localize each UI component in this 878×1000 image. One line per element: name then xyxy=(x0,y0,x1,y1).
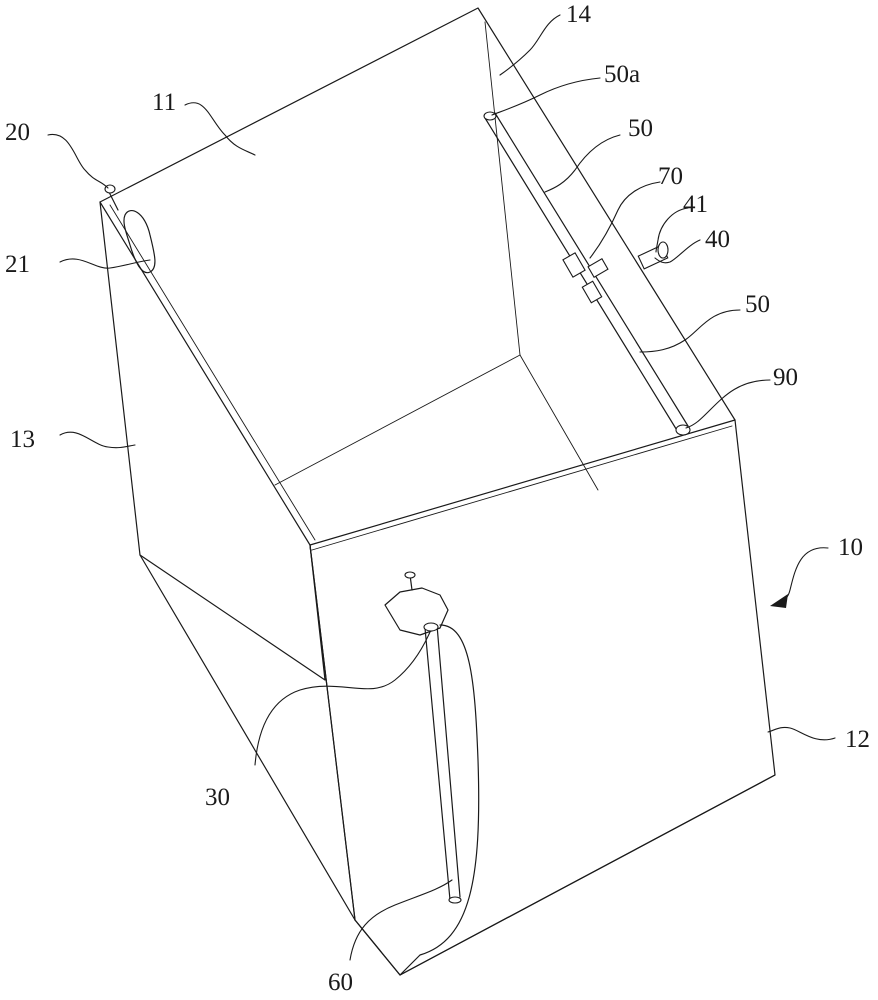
leader-11 xyxy=(184,102,256,156)
inner-corner-vertical xyxy=(484,21,521,356)
pipe-30-right-wall xyxy=(436,624,461,898)
leader-60 xyxy=(349,879,453,961)
pipe-30-top-opening xyxy=(423,622,439,632)
leader-50a xyxy=(491,77,601,116)
fitting-21 xyxy=(123,210,156,274)
leader-50-upper xyxy=(544,134,621,193)
tee-70-branch xyxy=(587,258,609,278)
label-14: 14 xyxy=(566,1,592,28)
leader-14 xyxy=(499,14,561,76)
label-12: 12 xyxy=(845,726,870,753)
leader-12 xyxy=(767,726,836,741)
fitting-21-body xyxy=(123,210,156,274)
leader-41 xyxy=(655,207,689,253)
pipe-30-left-wall xyxy=(424,627,451,901)
label-10: 10 xyxy=(838,534,863,561)
side-panel-13 xyxy=(99,201,326,681)
leader-30 xyxy=(254,631,431,766)
label-11: 11 xyxy=(152,89,176,116)
label-30: 30 xyxy=(205,784,230,811)
bracket-stud-top xyxy=(404,571,416,579)
pipe-50a-end xyxy=(483,111,497,121)
pipe-30-bottom-end xyxy=(448,896,462,904)
front-panel-12 xyxy=(309,419,776,976)
inner-floor-right xyxy=(519,354,599,491)
arrow-10-head xyxy=(770,594,788,608)
outlet-40 xyxy=(637,241,669,270)
leader-70 xyxy=(589,181,661,259)
label-70: 70 xyxy=(658,163,683,190)
bracket xyxy=(384,571,449,636)
tank-body xyxy=(99,7,776,976)
tee-70 xyxy=(562,252,586,278)
label-50a: 50a xyxy=(604,61,640,88)
drain-pipe-30 xyxy=(423,622,462,904)
label-40: 40 xyxy=(705,226,730,253)
label-60: 60 xyxy=(328,969,353,996)
label-13: 13 xyxy=(10,426,35,453)
base-edge xyxy=(354,774,776,976)
label-50-lower: 50 xyxy=(745,291,770,318)
fitting-20 xyxy=(104,184,119,211)
rim-back-left xyxy=(99,7,736,421)
pipe-90-end xyxy=(675,424,691,436)
leader-90 xyxy=(685,379,771,429)
label-50-upper: 50 xyxy=(628,115,653,142)
front-left-edge xyxy=(309,544,356,921)
label-20: 20 xyxy=(5,119,30,146)
rim-inner-left xyxy=(109,204,316,541)
leader-10-arrow xyxy=(777,547,829,604)
label-21: 21 xyxy=(5,251,30,278)
leader-13 xyxy=(59,431,136,449)
leader-40 xyxy=(654,239,701,264)
bracket-plate xyxy=(384,587,449,636)
reference-numerals: 10 11 12 13 14 20 21 30 40 41 50a 50 50 … xyxy=(5,1,870,996)
label-41: 41 xyxy=(683,191,708,218)
leader-20 xyxy=(47,134,109,189)
front-rim-inner xyxy=(311,425,733,551)
left-lower-edge xyxy=(139,554,356,921)
outlet-41-end xyxy=(657,241,669,259)
inner-floor-left xyxy=(274,354,521,486)
leader-50-lower xyxy=(639,309,741,353)
leader-lines xyxy=(47,14,836,961)
hose xyxy=(399,624,480,976)
label-90: 90 xyxy=(773,364,798,391)
spray-pipe-50 xyxy=(483,111,691,436)
pipe-50-wall-a xyxy=(484,117,679,433)
coupling xyxy=(581,280,603,304)
leader-21 xyxy=(59,258,151,269)
